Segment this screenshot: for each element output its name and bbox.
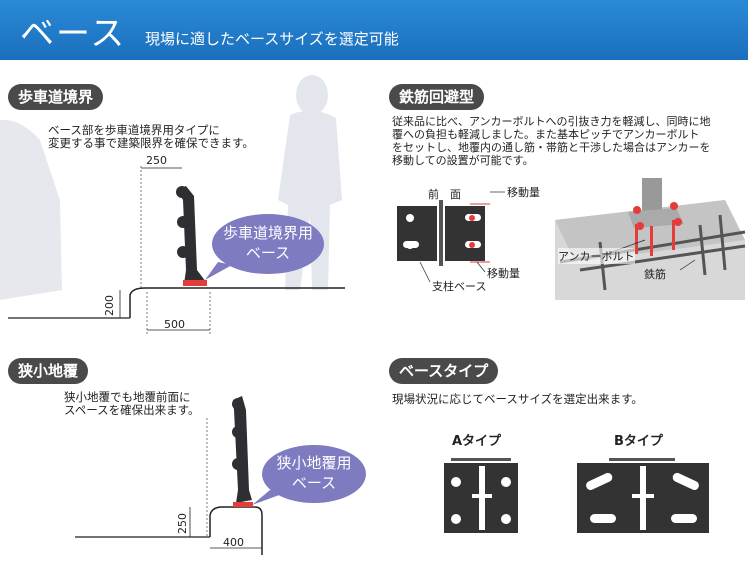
page-subtitle: 現場に適したベースサイズを選定可能 [145, 30, 399, 48]
rebar-desc-3: をセットし、地覆内の通し筋・帯筋と干渉した場合はアンカーを [392, 141, 711, 154]
dim-500-bottom: 500 [164, 318, 185, 331]
post-narrow [232, 396, 253, 507]
tag-narrow: 狭小地覆 [8, 358, 89, 384]
type-a-label: Aタイプ [452, 434, 502, 449]
label-move-bottom: 移動量 [487, 267, 520, 280]
dim-200-side: 200 [103, 295, 116, 316]
dim-250-side: 250 [176, 513, 189, 534]
bubble-narrow: 狭小地覆用 ベース [262, 445, 366, 503]
rebar-desc-4: 移動しての設置が可能です。 [392, 154, 534, 167]
tag-basetype: ベースタイプ [389, 358, 499, 384]
type-a-plate [444, 458, 518, 533]
label-anchor: アンカーボルト [558, 248, 635, 264]
narrow-diagram [75, 418, 263, 555]
sidewalk-desc-2: 変更する事で建築限界を確保できます。 [48, 136, 254, 150]
tag-rebar: 鉄筋回避型 [389, 84, 485, 110]
car-silhouette [0, 119, 62, 300]
bubble-narrow-line2: ベース [291, 474, 337, 492]
header-banner: ベース 現場に適したベースサイズを選定可能 [0, 0, 748, 60]
type-b-plate [577, 458, 709, 533]
bubble-narrow-line1: 狭小地覆用 [276, 454, 352, 472]
sidewalk-desc-1: ベース部を歩車道境界用タイプに [48, 123, 220, 137]
dim-250-top: 250 [146, 154, 167, 167]
front-base-plates [397, 191, 505, 283]
page-title: ベース [20, 14, 127, 54]
post-sidewalk [176, 186, 207, 286]
rebar-desc-1: 従来品に比べ、アンカーボルトへの引抜き力を軽減し、同時に地 [392, 115, 711, 128]
label-move-top: 移動量 [507, 186, 540, 199]
type-b-label: Bタイプ [614, 434, 663, 449]
bubble-sidewalk-line1: 歩車道境界用 [222, 224, 313, 242]
narrow-desc-2: スペースを確保出来ます。 [64, 403, 200, 417]
dim-400-bottom: 400 [223, 536, 244, 549]
bubble-sidewalk: 歩車道境界用 ベース [212, 214, 324, 274]
basetype-desc: 現場状況に応じてベースサイズを選定出来ます。 [392, 392, 643, 406]
tag-sidewalk: 歩車道境界 [8, 84, 104, 110]
rebar-desc-2: 覆への負担も軽減しました。また基本ピッチでアンカーボルト [392, 128, 700, 141]
bubble-sidewalk-line2: ベース [245, 244, 291, 262]
label-front: 前 面 [428, 188, 461, 201]
label-base: 支柱ベース [432, 280, 487, 293]
label-rebar: 鉄筋 [644, 268, 666, 281]
narrow-desc-1: 狭小地覆でも地覆前面に [64, 390, 191, 404]
rebar-render [555, 178, 746, 300]
sidewalk-diagram [8, 166, 345, 334]
